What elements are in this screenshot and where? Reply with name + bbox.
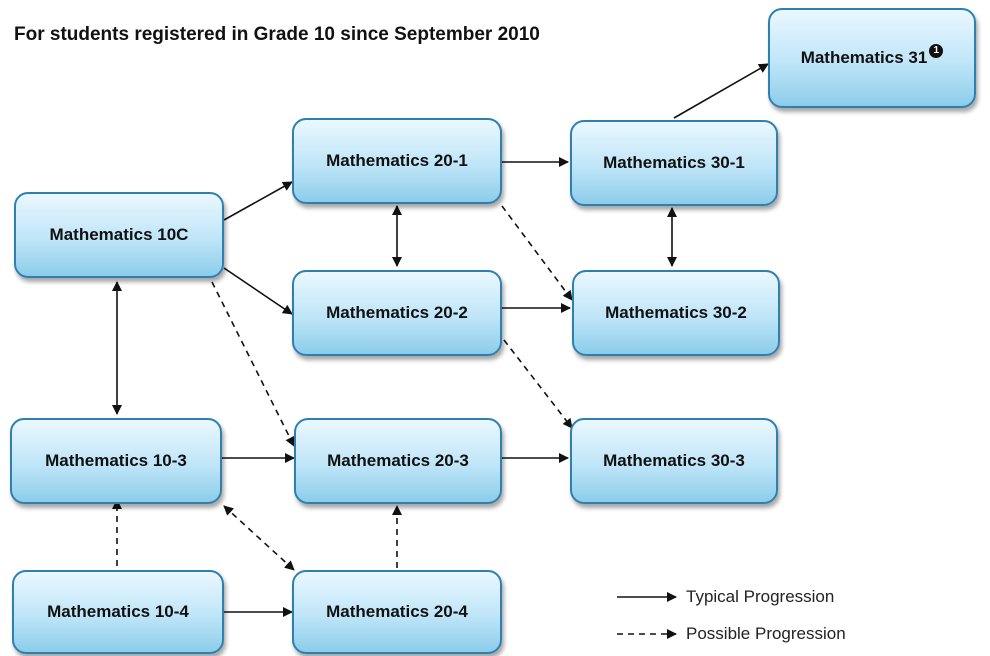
node-mathematics-20-4: Mathematics 20-4 bbox=[292, 570, 502, 654]
node-mathematics-20-3: Mathematics 20-3 bbox=[294, 418, 502, 504]
edge-10-3-20-4-possible-bidirectional bbox=[223, 505, 295, 571]
node-mathematics-30-1: Mathematics 30-1 bbox=[570, 120, 778, 206]
node-mathematics-20-1: Mathematics 20-1 bbox=[292, 118, 502, 204]
node-mathematics-20-2: Mathematics 20-2 bbox=[292, 270, 502, 356]
legend-possible-label: Possible Progression bbox=[686, 624, 846, 643]
node-mathematics-10-3: Mathematics 10-3 bbox=[10, 418, 222, 504]
node-mathematics-30-2: Mathematics 30-2 bbox=[572, 270, 780, 356]
node-label: Mathematics 10-4 bbox=[47, 602, 189, 621]
node-label: Mathematics 30-1 bbox=[603, 153, 745, 172]
node-label: Mathematics 20-2 bbox=[326, 303, 468, 322]
edge-30-1-to-31 bbox=[673, 63, 769, 119]
node-label: Mathematics 30-2 bbox=[605, 303, 747, 322]
node-label: Mathematics 20-3 bbox=[327, 451, 469, 470]
footnote-badge: 1 bbox=[929, 44, 944, 58]
node-label: Mathematics 30-3 bbox=[603, 451, 745, 470]
edge-10c-to-20-1 bbox=[223, 181, 293, 221]
node-label: Mathematics 31 bbox=[800, 48, 928, 67]
legend-typical-label: Typical Progression bbox=[686, 587, 835, 606]
edge-10c-to-20-3-possible bbox=[211, 281, 295, 447]
diagram-title: For students registered in Grade 10 sinc… bbox=[14, 24, 540, 45]
edge-20-2-to-30-3-possible bbox=[503, 339, 573, 429]
node-mathematics-30-3: Mathematics 30-3 bbox=[570, 418, 778, 504]
edge-10c-to-20-2 bbox=[223, 267, 293, 315]
node-label: Mathematics 20-1 bbox=[326, 151, 468, 170]
node-mathematics-10c: Mathematics 10C bbox=[14, 192, 224, 278]
node-label: Mathematics 10-3 bbox=[45, 451, 187, 470]
edge-20-1-to-30-2-possible bbox=[501, 205, 573, 301]
node-mathematics-10-4: Mathematics 10-4 bbox=[12, 570, 224, 654]
node-label: Mathematics 20-4 bbox=[326, 602, 468, 621]
node-label: Mathematics 10C bbox=[49, 225, 189, 244]
